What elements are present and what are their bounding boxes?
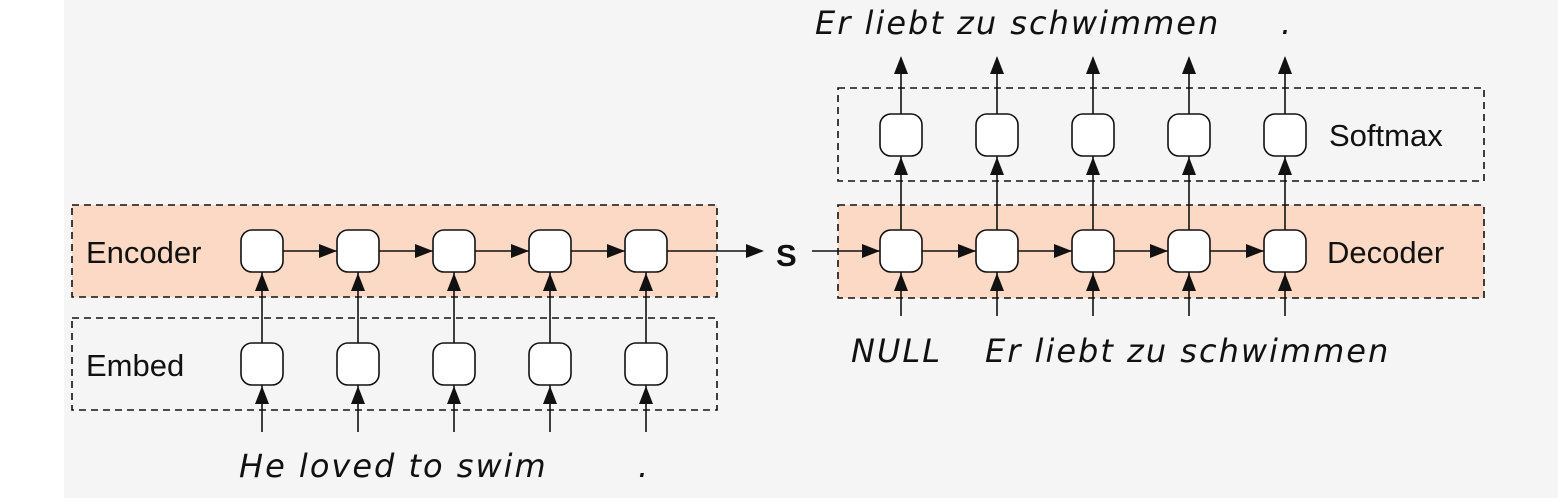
softmax-region [837,87,1485,182]
softmax-output-head [1182,56,1196,74]
softmax-label: Softmax [1329,118,1443,153]
state-label: S [776,238,797,273]
encoder-recurrent-head [607,244,625,258]
decoder-recurrent-head [1054,244,1072,258]
decoder-input-sentence: Er liebt zu schwimmen [985,332,1390,370]
encoder-to-state-head [746,244,764,258]
source-period: . [638,447,650,485]
embed-to-encoder-head [351,273,365,291]
decoder-label: Decoder [1327,235,1444,270]
decoder-input-head [894,273,908,291]
softmax-cell [1167,113,1211,157]
softmax-output-head [1086,56,1100,74]
softmax-output-head [1278,56,1292,74]
softmax-cell [879,113,923,157]
decoder-to-softmax-head [894,157,908,175]
decoder-to-softmax-head [1278,157,1292,175]
decoder-input-head [1182,273,1196,291]
embed-cell [336,342,380,386]
encoder-label: Encoder [86,235,201,270]
encoder-cell [336,229,380,273]
embed-cell [240,342,284,386]
softmax-output-head [990,56,1004,74]
decoder-cell [1167,229,1211,273]
embed-label: Embed [86,348,184,383]
decoder-cell [1263,229,1307,273]
encoder-recurrent-head [415,244,433,258]
decoder-recurrent-head [958,244,976,258]
embed-to-encoder-head [543,273,557,291]
embed-to-encoder-head [447,273,461,291]
input-arrow-head [543,386,557,404]
encoder-recurrent-head [511,244,529,258]
decoder-to-softmax-head [1086,157,1100,175]
decoder-input-head [1278,273,1292,291]
decoder-cell [975,229,1019,273]
rnn-cells-group [240,56,1307,432]
target-sentence: Er liebt zu schwimmen [815,4,1220,42]
decoder-to-softmax-head [1182,157,1196,175]
embed-region [71,317,718,411]
target-period: . [1281,4,1293,42]
input-arrow-head [639,386,653,404]
decoder-to-softmax-head [990,157,1004,175]
source-sentence: He loved to swim [239,447,548,485]
softmax-output-head [894,56,908,74]
decoder-null-token: NULL [851,332,942,370]
encoder-cell [240,229,284,273]
embed-cell [432,342,476,386]
embed-to-encoder-head [255,273,269,291]
decoder-cell [879,229,923,273]
input-arrow-head [351,386,365,404]
decoder-cell [1071,229,1115,273]
decoder-input-head [1086,273,1100,291]
encoder-cell [528,229,572,273]
encoder-cell [432,229,476,273]
decoder-recurrent-head [1150,244,1168,258]
input-arrow-head [447,386,461,404]
decoder-input-head [990,273,1004,291]
encoder-recurrent-head [319,244,337,258]
embed-cell [528,342,572,386]
encoder-cell [624,229,668,273]
softmax-cell [1071,113,1115,157]
softmax-cell [1263,113,1307,157]
embed-to-encoder-head [639,273,653,291]
state-to-decoder-head [862,244,880,258]
softmax-cell [975,113,1019,157]
embed-cell [624,342,668,386]
input-arrow-head [255,386,269,404]
decoder-recurrent-head [1246,244,1264,258]
